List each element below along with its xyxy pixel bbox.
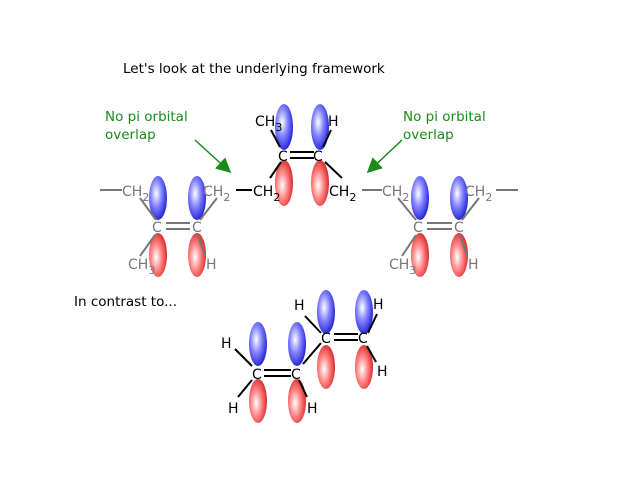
pi-orbital-lower-lobe [288, 379, 306, 423]
carbon-label: C [413, 220, 423, 236]
central-repeat-unit: CH3 H C C CH2 CH2 [253, 114, 356, 204]
right-repeat-unit: CH2 CH2 C C CH3 H [382, 184, 492, 277]
pi-orbital-upper-lobe [355, 290, 373, 334]
hydrogen-label: H [294, 298, 305, 314]
left-repeat-unit: CH2 CH2 C C CH3 H [122, 184, 230, 277]
carbon-label: C [358, 331, 368, 347]
hydrogen-label: H [307, 401, 318, 417]
carbon-label: C [313, 149, 323, 165]
ch3-label: CH3 [389, 257, 416, 277]
pi-orbital-lower-lobe [317, 345, 335, 389]
pi-orbital-upper-lobe [311, 104, 329, 150]
pi-orbital-lower-lobe [149, 233, 167, 277]
annotation-left-arrow [194, 139, 232, 174]
carbon-label: C [454, 220, 464, 236]
orbital-lobes [149, 104, 468, 423]
pi-orbital-lower-lobe [249, 379, 267, 423]
pi-orbital-upper-lobe [411, 176, 429, 220]
pi-orbital-upper-lobe [249, 322, 267, 366]
pi-orbital-upper-lobe [275, 104, 293, 150]
hydrogen-label: H [468, 257, 479, 273]
annotation-right-line2: overlap [403, 127, 454, 143]
annotation-right-arrow [366, 139, 403, 174]
annotation-left-line1: No pi orbital [105, 109, 188, 125]
framework-bonds-gray [100, 189, 518, 257]
diagram-title: Let's look at the underlying framework [123, 61, 385, 77]
pi-orbital-upper-lobe [149, 176, 167, 220]
carbon-label: C [252, 367, 262, 383]
ch2-label: CH2 [465, 184, 492, 204]
pi-orbital-lower-lobe [311, 160, 329, 206]
pi-orbital-lower-lobe [411, 233, 429, 277]
annotation-left-line2: overlap [105, 127, 156, 143]
pi-orbital-upper-lobe [188, 176, 206, 220]
ch2-label: CH2 [382, 184, 409, 204]
framework-bonds-black [234, 129, 378, 398]
annotation-right-line1: No pi orbital [403, 109, 486, 125]
ch2-label: CH2 [253, 184, 280, 204]
ch3-label: CH3 [255, 114, 282, 134]
hydrogen-label: H [228, 401, 239, 417]
ch3-label: CH3 [128, 257, 155, 277]
hydrogen-label: H [373, 297, 384, 313]
carbon-label: C [192, 220, 202, 236]
pi-orbital-upper-lobe [317, 290, 335, 334]
hydrogen-label: H [328, 114, 339, 130]
hydrogen-label: H [377, 364, 388, 380]
carbon-label: C [321, 331, 331, 347]
carbon-label: C [278, 149, 288, 165]
ch2-label: CH2 [122, 184, 149, 204]
pi-orbital-lower-lobe [275, 160, 293, 206]
pi-orbital-upper-lobe [288, 322, 306, 366]
ch2-label: CH2 [203, 184, 230, 204]
pi-orbital-upper-lobe [450, 176, 468, 220]
ch2-label: CH2 [329, 184, 356, 204]
contrast-label: In contrast to... [74, 294, 177, 310]
pi-orbital-lower-lobe [188, 233, 206, 277]
pi-orbital-lower-lobe [450, 233, 468, 277]
carbon-label: C [291, 367, 301, 383]
pi-orbital-lower-lobe [355, 345, 373, 389]
hydrogen-label: H [206, 257, 217, 273]
hydrogen-label: H [221, 336, 232, 352]
carbon-label: C [152, 220, 162, 236]
butadiene-molecule: H C C H H H C C H H [221, 297, 388, 417]
